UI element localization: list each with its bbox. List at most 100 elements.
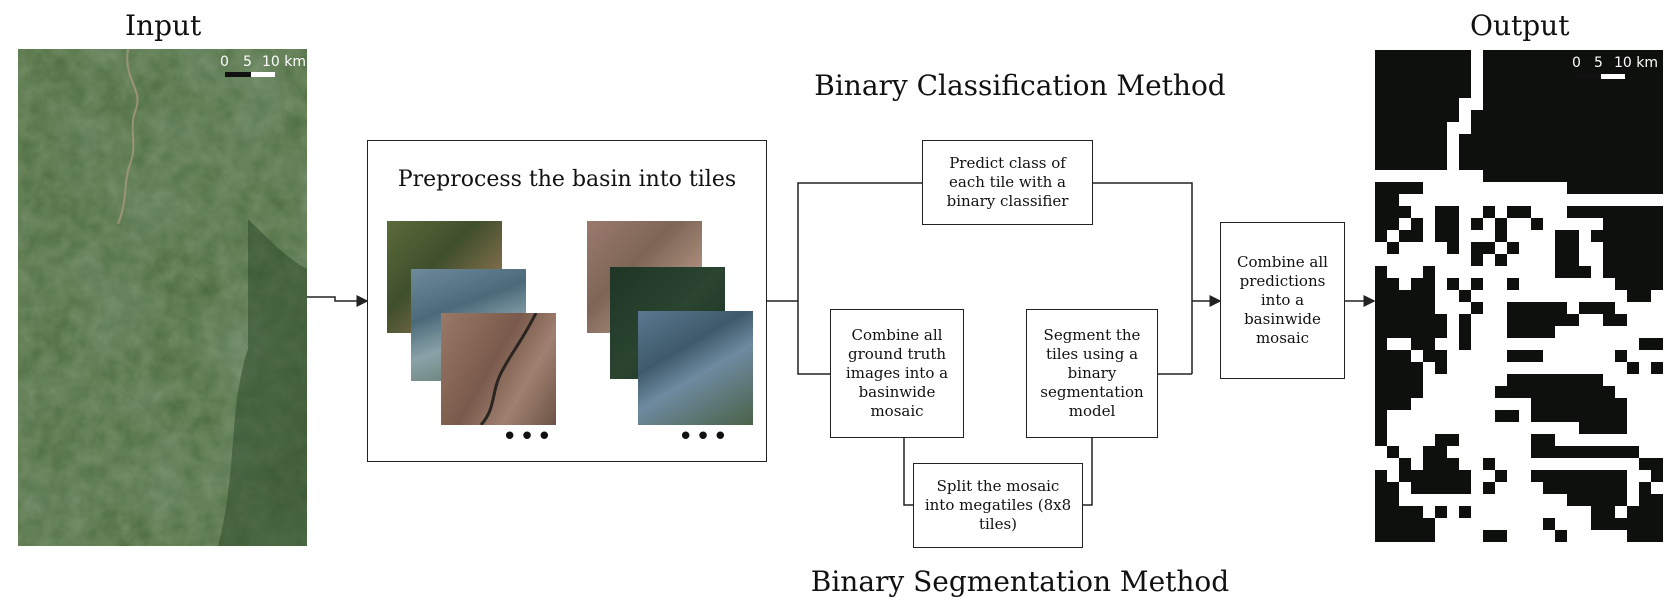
- river-mask-pixel: [1423, 218, 1435, 230]
- segment-tiles-label: Segment the tiles using a binary segment…: [1040, 326, 1144, 420]
- river-mask-pixel: [1471, 50, 1483, 62]
- river-mask-pixel: [1471, 386, 1483, 398]
- river-mask-pixel: [1615, 374, 1627, 386]
- river-mask-pixel: [1471, 362, 1483, 374]
- river-mask-pixel: [1495, 458, 1507, 470]
- river-mask-pixel: [1543, 362, 1555, 374]
- output-title: Output: [1470, 9, 1570, 42]
- output-scale-bar-light: [1601, 74, 1625, 79]
- river-mask-pixel: [1423, 506, 1435, 518]
- river-mask-pixel: [1567, 290, 1579, 302]
- river-mask-pixel: [1507, 290, 1519, 302]
- river-mask-pixel: [1519, 434, 1531, 446]
- river-mask-pixel: [1579, 530, 1591, 542]
- split-mosaic-box: Split the mosaic into megatiles (8x8 til…: [913, 463, 1083, 548]
- river-mask-pixel: [1399, 254, 1411, 266]
- river-mask-pixel: [1555, 422, 1567, 434]
- river-mask-pixel: [1423, 230, 1435, 242]
- river-mask-pixel: [1423, 374, 1435, 386]
- river-mask-pixel: [1591, 242, 1603, 254]
- river-mask-pixel: [1543, 458, 1555, 470]
- river-mask-pixel: [1543, 242, 1555, 254]
- river-mask-pixel: [1483, 182, 1495, 194]
- river-mask-pixel: [1411, 194, 1423, 206]
- river-mask-pixel: [1447, 530, 1459, 542]
- river-mask-pixel: [1471, 410, 1483, 422]
- river-mask-pixel: [1399, 410, 1411, 422]
- combine-gt-to-split-line: [903, 438, 913, 506]
- river-mask-pixel: [1579, 194, 1591, 206]
- river-mask-pixel: [1411, 434, 1423, 446]
- river-mask-pixel: [1531, 458, 1543, 470]
- river-mask-pixel: [1459, 206, 1471, 218]
- river-mask-pixel: [1519, 398, 1531, 410]
- river-mask-pixel: [1507, 230, 1519, 242]
- river-mask-pixel: [1531, 482, 1543, 494]
- river-mask-pixel: [1615, 530, 1627, 542]
- river-mask-pixel: [1495, 398, 1507, 410]
- river-mask-pixel: [1651, 410, 1663, 422]
- river-mask-pixel: [1579, 278, 1591, 290]
- river-mask-pixel: [1495, 434, 1507, 446]
- river-mask-pixel: [1627, 434, 1639, 446]
- river-mask-pixel: [1627, 494, 1639, 506]
- river-mask-pixel: [1459, 182, 1471, 194]
- input-scale-bar-dark: [225, 72, 251, 77]
- river-mask-pixel: [1483, 338, 1495, 350]
- river-mask-pixel: [1651, 326, 1663, 338]
- river-mask-pixel: [1519, 266, 1531, 278]
- river-mask-pixel: [1471, 182, 1483, 194]
- river-mask-pixel: [1483, 446, 1495, 458]
- river-mask-pixel: [1399, 434, 1411, 446]
- river-mask-pixel: [1639, 350, 1651, 362]
- river-mask-pixel: [1507, 494, 1519, 506]
- river-mask-pixel: [1639, 410, 1651, 422]
- river-mask-pixel: [1543, 422, 1555, 434]
- split-to-segment-line: [1083, 438, 1093, 506]
- river-mask-pixel: [1471, 338, 1483, 350]
- river-mask-pixel: [1447, 194, 1459, 206]
- river-mask-pixel: [1555, 338, 1567, 350]
- river-mask-pixel: [1423, 422, 1435, 434]
- river-mask-pixel: [1579, 326, 1591, 338]
- river-mask-pixel: [1471, 458, 1483, 470]
- river-mask-pixel: [1447, 410, 1459, 422]
- segment-tiles-box: Segment the tiles using a binary segment…: [1026, 309, 1158, 438]
- river-mask-pixel: [1519, 242, 1531, 254]
- river-mask-pixel: [1495, 182, 1507, 194]
- river-mask-pixel: [1579, 350, 1591, 362]
- river-mask-pixel: [1627, 410, 1639, 422]
- river-mask-pixel: [1435, 422, 1447, 434]
- river-mask-pixel: [1471, 470, 1483, 482]
- river-mask-pixel: [1543, 206, 1555, 218]
- river-mask-pixel: [1555, 434, 1567, 446]
- river-mask-pixel: [1459, 110, 1471, 122]
- river-mask-pixel: [1531, 494, 1543, 506]
- river-mask-pixel: [1459, 374, 1471, 386]
- river-mask-pixel: [1471, 98, 1483, 110]
- river-mask-pixel: [1471, 422, 1483, 434]
- river-mask-pixel: [1447, 314, 1459, 326]
- river-mask-pixel: [1459, 254, 1471, 266]
- river-mask-pixel: [1471, 230, 1483, 242]
- river-mask-pixel: [1651, 482, 1663, 494]
- river-mask-pixel: [1435, 266, 1447, 278]
- river-mask-pixel: [1399, 218, 1411, 230]
- river-mask-pixel: [1531, 422, 1543, 434]
- river-mask-pixel: [1603, 434, 1615, 446]
- river-mask-pixel: [1459, 422, 1471, 434]
- river-mask-pixel: [1471, 518, 1483, 530]
- river-mask-pixel: [1579, 314, 1591, 326]
- input-scale-bar-light: [251, 72, 275, 77]
- river-mask-pixel: [1459, 362, 1471, 374]
- river-mask-pixel: [1507, 518, 1519, 530]
- river-mask-pixel: [1459, 218, 1471, 230]
- river-mask-pixel: [1459, 410, 1471, 422]
- river-mask-pixel: [1507, 422, 1519, 434]
- river-mask-pixel: [1483, 494, 1495, 506]
- river-mask-pixel: [1459, 278, 1471, 290]
- output-mask-image: [1375, 50, 1663, 542]
- river-mask-pixel: [1531, 206, 1543, 218]
- river-mask-pixel: [1651, 290, 1663, 302]
- river-mask-pixel: [1543, 494, 1555, 506]
